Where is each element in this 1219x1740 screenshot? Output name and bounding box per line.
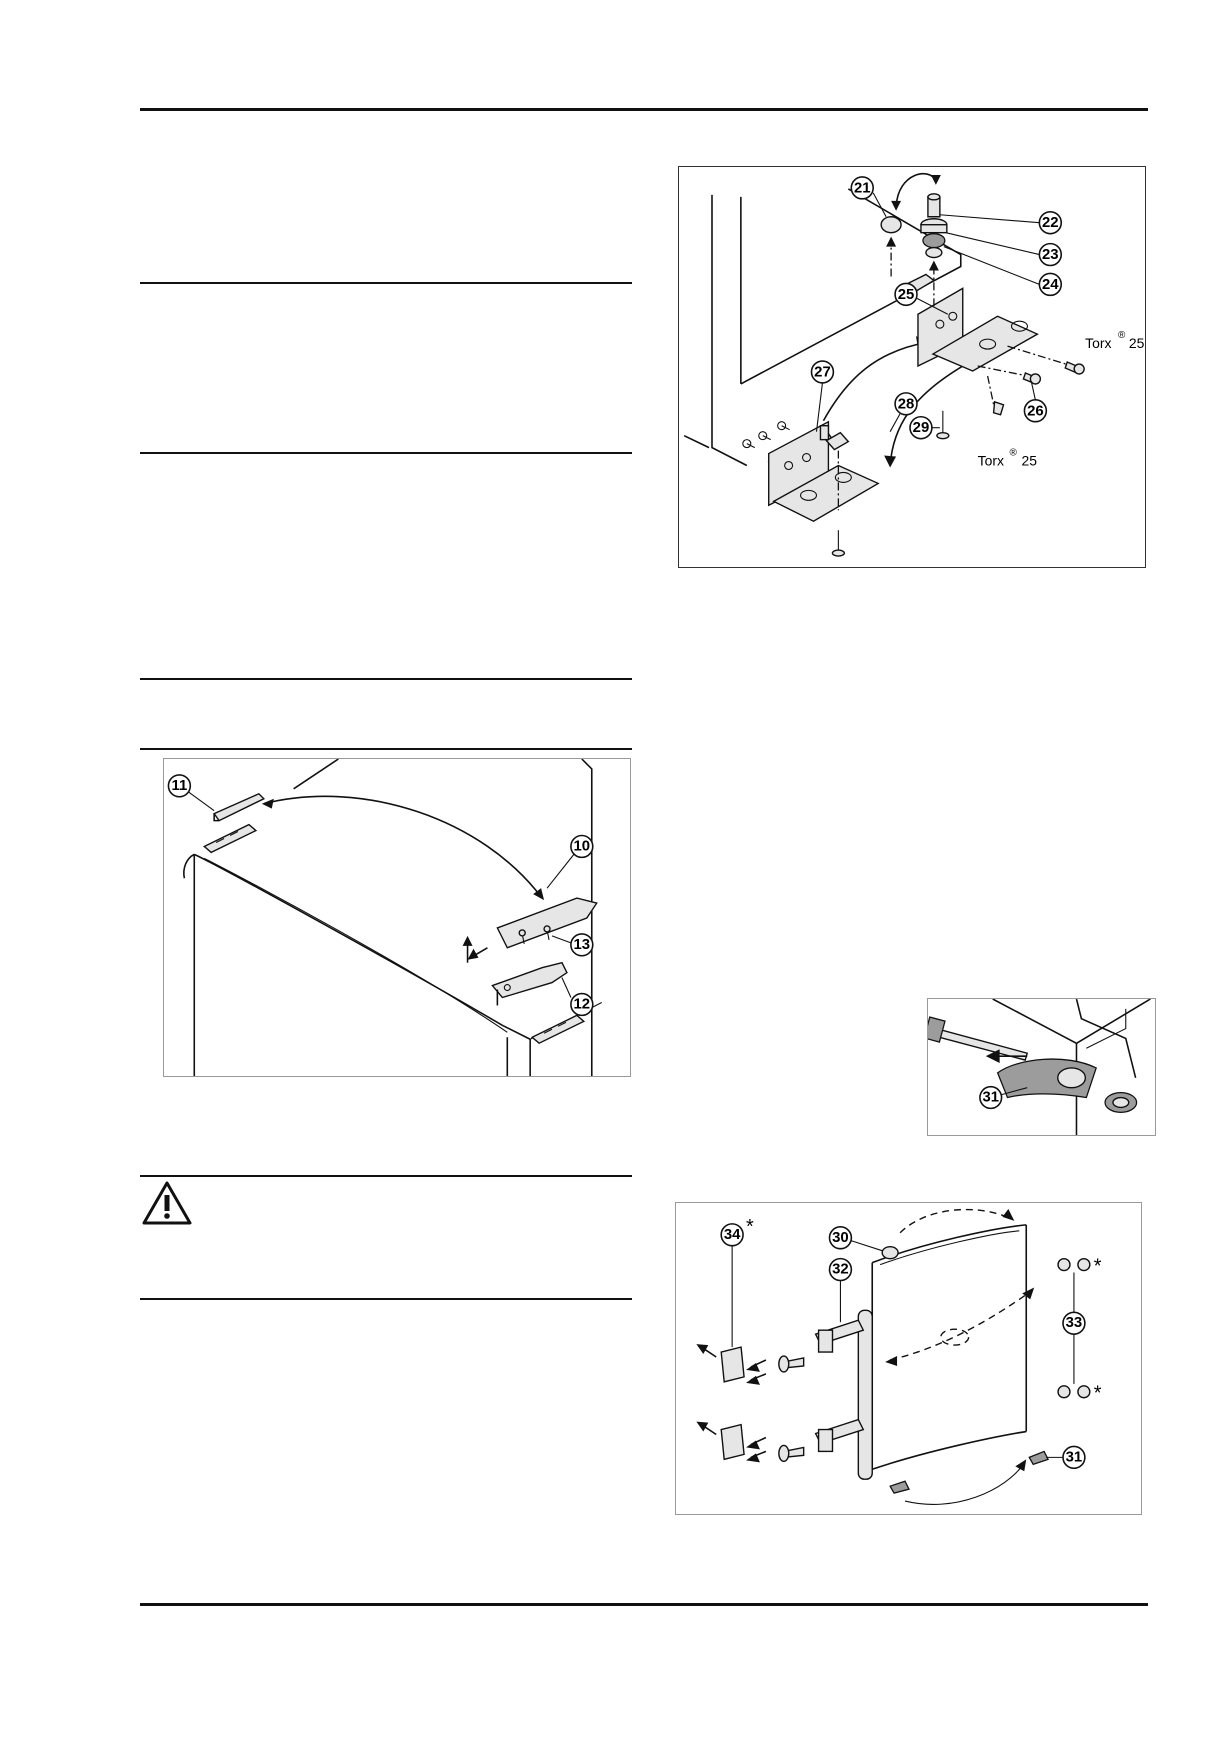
svg-text:12: 12 (574, 996, 591, 1012)
hinge-slot-right (530, 1014, 586, 1045)
svg-text:13: 13 (574, 937, 591, 953)
svg-text:32: 32 (832, 1262, 849, 1278)
svg-text:29: 29 (913, 419, 930, 436)
svg-text:31: 31 (1066, 1449, 1083, 1465)
svg-text:10: 10 (574, 838, 591, 854)
move-arrow-up (822, 341, 929, 422)
bracket-12 (491, 961, 568, 999)
svg-text:25: 25 (898, 286, 915, 303)
fridge-top-outline (183, 759, 602, 1076)
section-rule-3 (140, 678, 632, 680)
callout-33: 33 (1062, 1311, 1086, 1335)
torx-label-2: Torx (978, 453, 1004, 469)
svg-text:24: 24 (1042, 276, 1059, 293)
svg-text:34: 34 (724, 1227, 741, 1243)
callout-24: 24 (1038, 272, 1063, 297)
door-handle (814, 1309, 873, 1480)
callout-31-detail: 31 (979, 1085, 1003, 1110)
screw-29 (936, 410, 950, 440)
screwdriver (928, 1016, 1029, 1061)
section-rule-5 (140, 1175, 632, 1177)
asterisk-33-bottom: * (1094, 1383, 1102, 1405)
section-rule-4 (140, 748, 632, 750)
screws (977, 345, 1085, 416)
callout-27: 27 (810, 360, 835, 384)
hinge-clip-top (1028, 1450, 1050, 1466)
handle-screws (778, 1355, 805, 1463)
handle-swap-arrow (889, 1291, 1030, 1361)
section-rule-2 (140, 452, 632, 454)
clip-swap-arrow (904, 1463, 1025, 1505)
callout-25: 25 (894, 282, 918, 307)
callout-10: 10 (570, 834, 594, 859)
hinge-pin-assembly (920, 193, 948, 259)
callout-12: 12 (570, 992, 594, 1017)
blanking-caps-34 (696, 1344, 767, 1463)
callout-29: 29 (909, 415, 933, 440)
hinge-clip-bottom (889, 1480, 910, 1494)
door-handle-figure: 34 * 30 32 33 * * 31 (675, 1202, 1142, 1515)
hinge-bracket-bottom (768, 420, 880, 557)
hinge-figure: 21 22 23 24 25 26 27 28 29 (678, 166, 1146, 568)
svg-text:33: 33 (1066, 1315, 1083, 1331)
asterisk-34: * (746, 1216, 754, 1238)
svg-text:11: 11 (171, 778, 187, 794)
callout-11: 11 (167, 774, 192, 798)
torx-label-1: Torx (1085, 335, 1111, 351)
torx-size-2: 25 (1021, 453, 1037, 469)
section-rule-1 (140, 282, 632, 284)
top-cover-figure: 11 10 13 12 (163, 758, 631, 1077)
callout-28: 28 (894, 392, 918, 416)
svg-text:22: 22 (1042, 214, 1059, 231)
asterisk-33-top: * (1094, 1256, 1102, 1278)
callout-31-door: 31 (1062, 1445, 1086, 1470)
torx-registered-2: ® (1010, 448, 1018, 459)
svg-text:23: 23 (1042, 246, 1059, 263)
torx-size-1: 25 (1129, 335, 1145, 351)
svg-text:30: 30 (832, 1230, 849, 1246)
svg-text:28: 28 (898, 395, 915, 412)
svg-text:31: 31 (983, 1090, 999, 1106)
svg-text:27: 27 (814, 363, 831, 380)
footer-rule (140, 1603, 1148, 1606)
svg-text:21: 21 (854, 179, 871, 196)
callout-32: 32 (828, 1257, 853, 1282)
callout-30: 30 (828, 1226, 853, 1250)
callout-34: 34 (720, 1223, 744, 1247)
callout-21: 21 (850, 176, 874, 200)
hinge-slot-left (202, 823, 258, 854)
cover-11 (213, 792, 266, 822)
warning-triangle-icon (142, 1181, 192, 1225)
header-rule (140, 108, 1148, 111)
swap-arc-arrow (263, 795, 543, 899)
callout-13: 13 (570, 933, 594, 957)
callout-26: 26 (1023, 399, 1048, 423)
door-panel (871, 1224, 1028, 1471)
nuts-33 (1057, 1257, 1091, 1399)
section-rule-6 (140, 1298, 632, 1300)
hinge-bracket-top (917, 287, 1039, 372)
callout-22: 22 (1038, 210, 1063, 235)
move-arrow-down (889, 365, 964, 466)
torx-registered-1: ® (1118, 330, 1126, 341)
hinge-cap (880, 216, 902, 234)
svg-text:26: 26 (1027, 402, 1044, 419)
hinge-detail-figure: 31 (927, 998, 1156, 1136)
mounting-holes (742, 421, 790, 449)
move-arrow-down-head (884, 455, 897, 468)
callout-23: 23 (1038, 242, 1063, 267)
cap-30 (881, 1246, 899, 1260)
hinge-clip-31 (996, 1058, 1138, 1113)
